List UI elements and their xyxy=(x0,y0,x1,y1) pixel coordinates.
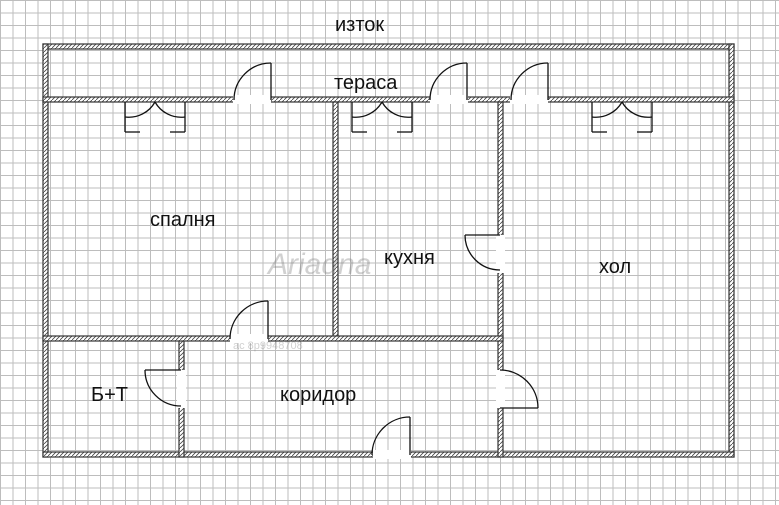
wall-terrace xyxy=(42,96,735,103)
door-terrace-3 xyxy=(510,62,549,101)
label-corridor: коридор xyxy=(280,384,357,406)
label-terrace: тераса xyxy=(334,72,398,94)
door-hall xyxy=(499,369,539,409)
double-door-hall xyxy=(591,101,653,133)
watermark-logo: Ariadna xyxy=(268,248,372,281)
door-bedroom xyxy=(229,300,269,340)
double-door-bedroom xyxy=(124,101,186,133)
label-kitchen: кухня xyxy=(384,247,435,269)
label-hall: хол xyxy=(599,256,632,278)
label-bathroom: Б+Т xyxy=(91,384,129,406)
label-east: изток xyxy=(335,14,385,36)
door-kitchen xyxy=(464,234,501,271)
door-gaps xyxy=(177,95,548,459)
door-terrace-1 xyxy=(233,62,272,101)
door-corridor xyxy=(371,416,411,456)
door-bathroom xyxy=(144,369,182,407)
label-bedroom: спалня xyxy=(150,209,216,231)
doors xyxy=(124,62,653,456)
wall-bedroom-kitchen xyxy=(332,101,339,339)
door-terrace-2 xyxy=(429,62,468,101)
wall-outer-left xyxy=(42,43,49,458)
wall-outer-top xyxy=(42,43,735,50)
wall-kitchen-hall xyxy=(497,101,504,458)
wall-bedroom-bottom xyxy=(42,335,504,342)
wall-outer-right xyxy=(728,43,735,458)
watermark-code: ac 8p9948708 xyxy=(233,340,303,352)
double-door-kitchen xyxy=(351,101,413,133)
